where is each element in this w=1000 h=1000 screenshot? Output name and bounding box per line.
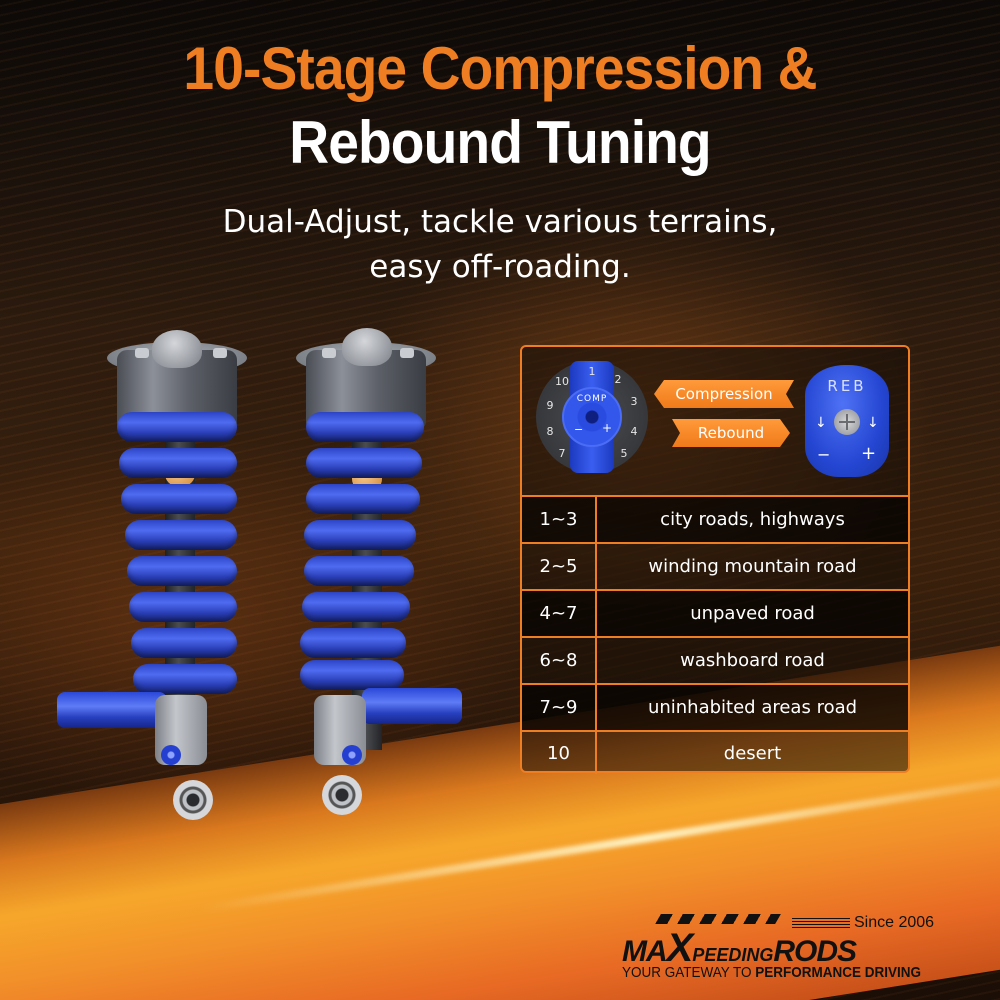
coilover-right — [290, 328, 470, 820]
lower-eye-bushing — [322, 775, 362, 815]
arrow-down-icon: ↓ — [867, 415, 879, 431]
spring-coil — [302, 592, 410, 622]
terrain-type: unpaved road — [690, 603, 815, 624]
table-row: 10 desert — [522, 732, 908, 774]
rebound-tag: Rebound — [672, 419, 790, 447]
forest-background — [0, 0, 1000, 320]
spring-coil — [304, 556, 414, 586]
setting-range: 2~5 — [522, 544, 597, 589]
dial-number: 5 — [620, 447, 628, 460]
setting-range: 6~8 — [522, 638, 597, 683]
lower-eye-bushing — [173, 780, 213, 820]
spring-coil — [306, 448, 422, 478]
terrain-type: desert — [723, 742, 782, 764]
dial-number: 10 — [555, 375, 569, 388]
spring-coil — [300, 660, 404, 690]
table-row: 1~3 city roads, highways — [522, 497, 908, 544]
phillips-screw-icon — [834, 409, 860, 435]
spring-coil — [306, 412, 424, 442]
adjuster-knob — [161, 745, 181, 765]
reservoir — [362, 688, 462, 724]
brand-part-2: PEEDING — [692, 945, 774, 965]
spring-coil — [304, 520, 416, 550]
compression-dial: 1 2 3 4 5 7 8 9 10 COMP − + — [536, 361, 648, 473]
terrain-settings-table: 1~3 city roads, highways 2~5 winding mou… — [522, 495, 908, 774]
reb-label: REB — [827, 377, 867, 395]
coilover-left — [57, 330, 255, 820]
comp-label: COMP — [576, 394, 608, 404]
subheadline-line-1: Dual-Adjust, tackle various terrains, — [222, 204, 778, 240]
dial-number: 9 — [546, 399, 554, 412]
top-mount-dome — [152, 330, 202, 368]
table-row: 6~8 washboard road — [522, 638, 908, 685]
terrain-type: winding mountain road — [648, 556, 857, 577]
brand-x: X — [666, 926, 694, 970]
spring-coil — [129, 592, 237, 622]
setting-range: 1~3 — [522, 497, 597, 542]
mount-bolt — [135, 348, 149, 358]
mount-bolt — [400, 348, 414, 358]
spring-coil — [127, 556, 237, 586]
dial-number: 7 — [558, 447, 566, 460]
spring-coil — [133, 664, 237, 694]
terrain-type: uninhabited areas road — [647, 697, 858, 718]
spring-coil — [300, 628, 406, 658]
table-row: 4~7 unpaved road — [522, 591, 908, 638]
checkered-flag-icon — [655, 914, 781, 924]
plus-icon: + — [861, 443, 877, 464]
plus-icon: + — [602, 421, 613, 435]
table-row: 7~9 uninhabited areas road — [522, 685, 908, 732]
since-label: Since 2006 — [854, 914, 935, 931]
dial-number: 2 — [614, 373, 622, 386]
setting-range: 7~9 — [522, 685, 597, 730]
compression-tag: Compression — [654, 380, 794, 408]
arrow-down-icon: ↓ — [815, 415, 827, 431]
brand-part-1: MA — [622, 935, 668, 968]
brand-tagline: YOUR GATEWAY TO PERFORMANCE DRIVING — [622, 964, 921, 981]
terrain-type: washboard road — [680, 650, 825, 671]
mount-bolt — [322, 348, 336, 358]
dial-number: 8 — [546, 425, 554, 438]
dial-number: 4 — [630, 425, 638, 438]
headline-line-1: 10-Stage Compression & — [183, 35, 817, 102]
minus-icon: − — [817, 445, 831, 464]
spring-coil — [306, 484, 420, 514]
brand-part-3: RODS — [773, 935, 857, 968]
adjuster-knob — [342, 745, 362, 765]
reservoir — [57, 692, 167, 728]
dial-center — [562, 387, 622, 447]
tagline-bold: PERFORMANCE DRIVING — [755, 964, 922, 981]
terrain-type: city roads, highways — [660, 509, 845, 530]
mount-bolt — [213, 348, 227, 358]
brand-wordmark: MAXPEEDINGRODS — [622, 926, 857, 971]
tagline-regular: YOUR GATEWAY TO — [622, 964, 756, 981]
tuning-panel: 1 2 3 4 5 7 8 9 10 COMP − + Compression … — [520, 345, 910, 774]
spring-coil — [131, 628, 237, 658]
top-mount-dome — [342, 328, 392, 366]
minus-icon: − — [574, 423, 584, 436]
dial-number: 3 — [630, 395, 638, 408]
spring-coil — [121, 484, 237, 514]
spring-coil — [117, 412, 237, 442]
headline-line-2: Rebound Tuning — [289, 109, 711, 176]
spring-coil — [119, 448, 237, 478]
brand-logo: Since 2006 MAXPEEDINGRODS YOUR GATEWAY T… — [622, 912, 952, 984]
rebound-knob: REB ↓ ↓ − + — [805, 365, 889, 477]
subheadline: Dual-Adjust, tackle various terrains, ea… — [0, 200, 1000, 290]
subheadline-line-2: easy off-roading. — [369, 249, 631, 285]
speed-lines-icon — [792, 918, 850, 930]
setting-range: 10 — [522, 732, 597, 774]
setting-range: 4~7 — [522, 591, 597, 636]
table-row: 2~5 winding mountain road — [522, 544, 908, 591]
spring-coil — [125, 520, 237, 550]
dial-number: 1 — [588, 365, 596, 378]
adjuster-illustration: 1 2 3 4 5 7 8 9 10 COMP − + Compression … — [522, 347, 908, 495]
